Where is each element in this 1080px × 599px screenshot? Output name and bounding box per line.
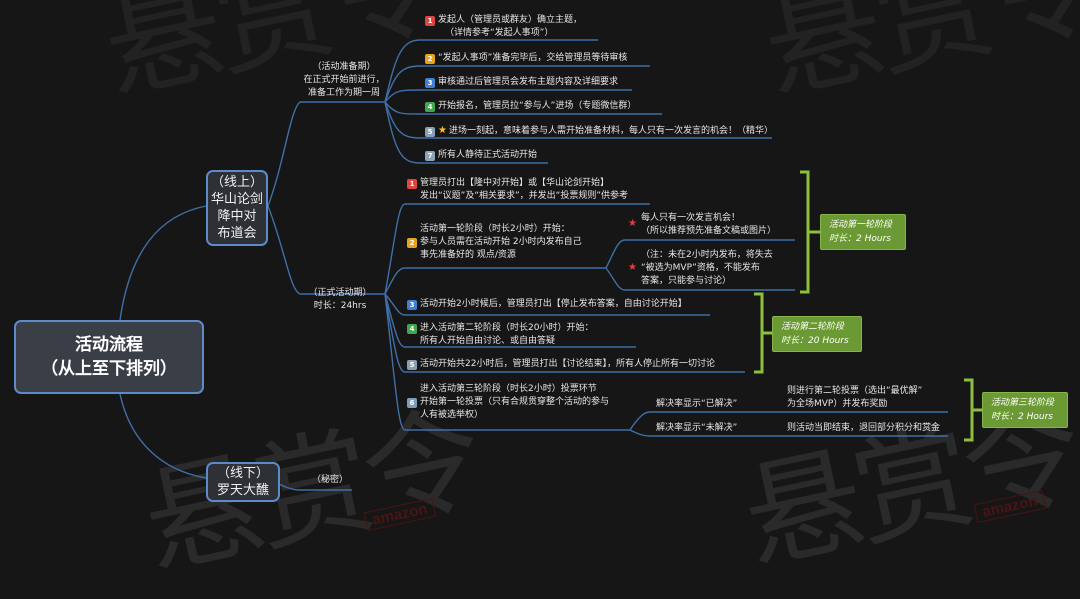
- badge-3: 3: [407, 300, 417, 310]
- badge-1: 1: [425, 16, 435, 26]
- formal-label-2: 时长：24hrs: [313, 301, 367, 311]
- badge-5: 5: [425, 127, 435, 137]
- formal-step-2-sub-b[interactable]: （注：未在2小时内发布，将失去 “被选为MVP”资格，不能发布 答案，只能参与讨…: [641, 249, 773, 288]
- prep-item-2-text: “发起人事项”准备完毕后，交给管理员等待审核: [438, 53, 628, 63]
- branch-offline[interactable]: （线下） 罗天大醮: [206, 462, 280, 502]
- callout-phase-2-line2: 时长：20 Hours: [781, 336, 849, 346]
- prep-item-5-text: 进场一刻起，意味着参与人需开始准备材料，每人只有一次发言的机会！（精华）: [448, 126, 773, 136]
- prep-item-7-text: 所有人静待正式活动开始: [438, 150, 538, 160]
- prep-item-1-line2: （详情参考“发起人事项”）: [445, 28, 554, 38]
- formal-step-2-sub-b-line2: “被选为MVP”资格，不能发布: [641, 263, 760, 273]
- star-icon: ★: [438, 125, 447, 136]
- formal-step-5-text: 活动开始共22小时后，管理员打出【讨论结束】，所有人停止所有一切讨论: [420, 359, 715, 369]
- offline-note[interactable]: （秘密）: [312, 475, 349, 485]
- branch-online-line1: （线上）: [210, 175, 263, 190]
- callout-phase-2[interactable]: 活动第二轮阶段 时长：20 Hours: [772, 316, 862, 352]
- formal-step-6-line2: 开始第一轮投票（只有合规贯穿整个活动的参与: [420, 397, 610, 407]
- badge-3: 3: [425, 78, 435, 88]
- formal-step-1-line2: 发出“议题”及“相关要求”，并发出“投票规则”供参考: [420, 191, 628, 201]
- red-star-icon: ★: [628, 218, 637, 229]
- badge-5: 5: [407, 360, 417, 370]
- branch-online-line4: 布道会: [217, 226, 257, 241]
- formal-step-6-line3: 人有被选举权）: [420, 410, 484, 420]
- formal-step-2-sub-b-line1: （注：未在2小时内发布，将失去: [641, 250, 773, 260]
- prep-item-2[interactable]: 2“发起人事项”准备完毕后，交给管理员等待审核: [425, 52, 627, 65]
- vote-result-solved[interactable]: 则进行第二轮投票（选出“最优解” 为全场MVP）并发布奖励: [787, 385, 922, 411]
- prep-item-4-text: 开始报名，管理员拉“参与人”进场（专题微信群）: [438, 101, 637, 111]
- prep-label-1: （活动准备期）: [312, 62, 376, 72]
- formal-step-4-line2: 所有人开始自由讨论、或自由答疑: [420, 336, 556, 346]
- formal-label: （正式活动期） 时长：24hrs: [300, 287, 380, 313]
- prep-item-5[interactable]: 5★进场一刻起，意味着参与人需开始准备材料，每人只有一次发言的机会！（精华）: [425, 124, 773, 138]
- formal-step-2-line1: 活动第一轮阶段（时长2小时）开始：: [420, 224, 570, 234]
- root-node[interactable]: 活动流程 （从上至下排列）: [14, 320, 204, 394]
- callout-phase-2-line1: 活动第二轮阶段: [781, 322, 845, 332]
- prep-label: （活动准备期） 在正式开始前进行， 准备工作为期一周: [300, 61, 388, 100]
- callout-phase-1-line1: 活动第一轮阶段: [829, 220, 893, 230]
- callout-phase-3-line2: 时长：2 Hours: [991, 412, 1053, 422]
- badge-2: 2: [425, 54, 435, 64]
- callout-phase-3-line1: 活动第三轮阶段: [991, 398, 1055, 408]
- badge-6: 6: [407, 398, 417, 408]
- formal-step-2-sub-b-line3: 答案，只能参与讨论）: [641, 276, 732, 286]
- formal-step-4-line1: 进入活动第二轮阶段（时长20小时）开始：: [420, 323, 594, 333]
- formal-step-2-sub-a-line2: （所以推荐预先准备文稿或图片）: [641, 226, 777, 236]
- prep-item-3-text: 审核通过后管理员会发布主题内容及详细要求: [438, 77, 619, 87]
- badge-7: 7: [425, 151, 435, 161]
- badge-1: 1: [407, 179, 417, 189]
- red-star-icon: ★: [628, 262, 637, 273]
- root-title: 活动流程: [75, 335, 143, 355]
- callout-phase-3[interactable]: 活动第三轮阶段 时长：2 Hours: [982, 392, 1068, 428]
- formal-step-6-line1: 进入活动第三轮阶段（时长2小时）投票环节: [420, 384, 597, 394]
- formal-step-2-line2: 参与人员需在活动开始 2小时内发布自己: [420, 237, 582, 247]
- branch-online-line3: 降中对: [217, 209, 257, 224]
- prep-item-1-line1: 发起人（管理员或群友）确立主题，: [438, 15, 583, 25]
- branch-online-line2: 华山论剑: [210, 192, 263, 207]
- vote-result-solved-line1: 则进行第二轮投票（选出“最优解”: [787, 386, 923, 396]
- formal-step-1-line1: 管理员打出【隆中对开始】或【华山论剑开始】: [420, 178, 610, 188]
- root-subtitle: （从上至下排列）: [41, 359, 177, 379]
- badge-4: 4: [407, 324, 417, 334]
- vote-result-unsolved[interactable]: 则活动当即结束，退回部分积分和赏金: [787, 423, 941, 433]
- formal-step-3-text: 活动开始2小时候后，管理员打出【停止发布答案，自由讨论开始】: [420, 299, 687, 309]
- formal-step-2-sub-a-line1: 每人只有一次发言机会！: [641, 213, 741, 223]
- formal-label-1: （正式活动期）: [308, 288, 372, 298]
- vote-result-solved-line2: 为全场MVP）并发布奖励: [787, 399, 888, 409]
- callout-phase-1[interactable]: 活动第一轮阶段 时长：2 Hours: [820, 214, 906, 250]
- badge-2: 2: [407, 238, 417, 248]
- prep-label-2: 在正式开始前进行，: [303, 75, 385, 85]
- vote-option-solved[interactable]: 解决率显示“已解决”: [656, 399, 738, 409]
- vote-option-unsolved[interactable]: 解决率显示“未解决”: [656, 423, 738, 433]
- branch-offline-line2: 罗天大醮: [216, 483, 269, 498]
- callout-phase-1-line2: 时长：2 Hours: [829, 234, 891, 244]
- branch-online[interactable]: （线上） 华山论剑 降中对 布道会: [206, 170, 268, 246]
- formal-step-2-line3: 事先准备好的 观点/资源: [420, 250, 516, 260]
- branch-offline-line1: （线下）: [216, 466, 269, 481]
- badge-4: 4: [425, 102, 435, 112]
- formal-step-2-sub-a[interactable]: 每人只有一次发言机会！ （所以推荐预先准备文稿或图片）: [641, 212, 776, 238]
- prep-label-3: 准备工作为期一周: [307, 88, 380, 98]
- connector-lines: [119, 39, 982, 491]
